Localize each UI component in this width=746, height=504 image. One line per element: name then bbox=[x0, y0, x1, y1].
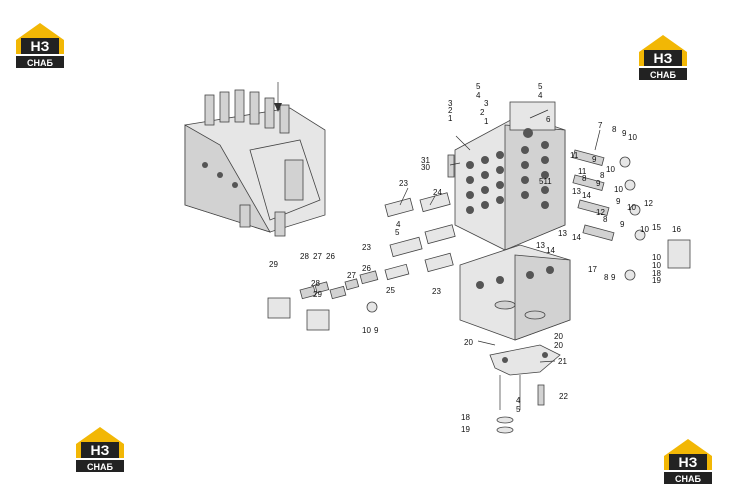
logo-letters: НЗ bbox=[679, 454, 698, 470]
callout-label: 28 bbox=[300, 252, 309, 261]
callout-label: 14 bbox=[546, 246, 555, 255]
callout-label: 5 bbox=[476, 82, 481, 91]
logo-caption: СНАБ bbox=[87, 462, 113, 472]
callout-label: 16 bbox=[672, 225, 681, 234]
callout-label: 18 bbox=[652, 269, 661, 278]
leader-lines bbox=[399, 109, 601, 363]
callout-label: 511 bbox=[539, 177, 552, 186]
lower-valve-block bbox=[459, 244, 571, 341]
callout-label: 23 bbox=[362, 243, 371, 252]
callout-label: 20 bbox=[554, 332, 563, 341]
logo-caption: СНАБ bbox=[27, 58, 53, 68]
callout-label: 23 bbox=[432, 287, 441, 296]
callout-label: 5 bbox=[395, 228, 400, 237]
callout-label: 2 bbox=[480, 108, 485, 117]
callout-label: 9 bbox=[611, 273, 616, 282]
callout-label: 12 bbox=[596, 208, 605, 217]
callout-label: 9 bbox=[622, 129, 627, 138]
callout-label: 21 bbox=[558, 357, 567, 366]
callout-label: 10 bbox=[627, 203, 636, 212]
callout-label: 6 bbox=[546, 115, 551, 124]
callout-label: 8 bbox=[604, 273, 609, 282]
callout-label: 25 bbox=[386, 286, 395, 295]
callout-label: 9 bbox=[620, 220, 625, 229]
callout-label: 14 bbox=[582, 191, 591, 200]
callout-label: 9 bbox=[596, 179, 601, 188]
callout-label: 13 bbox=[572, 187, 581, 196]
callout-label: 24 bbox=[433, 188, 442, 197]
logo-letters: НЗ bbox=[91, 442, 110, 458]
right-spools bbox=[572, 149, 691, 281]
callout-label: 10 bbox=[640, 225, 649, 234]
callout-label: 5 bbox=[516, 405, 521, 414]
assembled-valve-thumbnail bbox=[184, 82, 326, 237]
callout-label: 31 bbox=[421, 156, 430, 165]
callout-label: 9 bbox=[616, 197, 621, 206]
callout-label: 10 bbox=[614, 185, 623, 194]
callout-label: 28 bbox=[311, 279, 320, 288]
callout-label: 22 bbox=[559, 392, 568, 401]
callout-label: 23 bbox=[399, 179, 408, 188]
callout-label: 11 bbox=[578, 167, 587, 176]
callout-label: 18 bbox=[461, 413, 470, 422]
callout-label: 12 bbox=[644, 199, 653, 208]
callout-label: 2 bbox=[448, 106, 453, 115]
callout-label: 10 bbox=[628, 133, 637, 142]
callout-label: 8 bbox=[600, 171, 605, 180]
callout-label: 17 bbox=[588, 265, 597, 274]
callout-label: 27 bbox=[347, 271, 356, 280]
callout-label: 10 bbox=[652, 253, 661, 262]
callout-label: 8 bbox=[603, 215, 608, 224]
callout-label: 14 bbox=[572, 233, 581, 242]
logo-letters: НЗ bbox=[654, 50, 673, 66]
callout-label: 4 bbox=[516, 396, 521, 405]
callout-label: 1 bbox=[484, 117, 489, 126]
callout-label: 19 bbox=[461, 425, 470, 434]
callout-label: 26 bbox=[326, 252, 335, 261]
callout-label: 19 bbox=[652, 276, 661, 285]
logo-top-left: НЗ СНАБ bbox=[12, 20, 68, 72]
logo-caption: СНАБ bbox=[675, 474, 701, 484]
callout-label: 9 bbox=[592, 155, 597, 164]
callout-label: 29 bbox=[313, 290, 322, 299]
callout-label: 30 bbox=[421, 163, 430, 172]
main-valve-block bbox=[447, 101, 566, 251]
logo-top-right: НЗ СНАБ bbox=[635, 32, 691, 84]
callout-label: 15 bbox=[652, 223, 661, 232]
bottom-flange bbox=[489, 344, 561, 434]
logo-bottom-right: НЗ СНАБ bbox=[660, 436, 716, 488]
callout-label: 8 bbox=[612, 125, 617, 134]
callout-label: 26 bbox=[362, 264, 371, 273]
callout-label: 10 bbox=[362, 326, 371, 335]
callout-label: 3 bbox=[448, 99, 453, 108]
left-cartridges bbox=[267, 192, 456, 331]
callout-label: 13 bbox=[536, 241, 545, 250]
logo-letters: НЗ bbox=[31, 38, 50, 54]
callout-label: 4 bbox=[538, 91, 543, 100]
logo-caption: СНАБ bbox=[650, 70, 676, 80]
callout-label: 5 bbox=[538, 82, 543, 91]
callout-label: 20 bbox=[554, 341, 563, 350]
callout-label: 9 bbox=[374, 326, 379, 335]
callout-label: 29 bbox=[269, 260, 278, 269]
callout-label: 4 bbox=[396, 220, 401, 229]
callout-label: 10 bbox=[606, 165, 615, 174]
callout-label: 27 bbox=[313, 252, 322, 261]
callout-label: 13 bbox=[558, 229, 567, 238]
callout-label: 3 bbox=[484, 99, 489, 108]
callout-label: 1 bbox=[448, 114, 453, 123]
callout-label: 8 bbox=[582, 174, 587, 183]
callout-label: 11 bbox=[570, 151, 579, 160]
callout-label: 20 bbox=[464, 338, 473, 347]
callout-label: 4 bbox=[476, 91, 481, 100]
callout-label: 7 bbox=[598, 121, 603, 130]
callout-label: 10 bbox=[652, 261, 661, 270]
logo-bottom-left: НЗ СНАБ bbox=[72, 424, 128, 476]
